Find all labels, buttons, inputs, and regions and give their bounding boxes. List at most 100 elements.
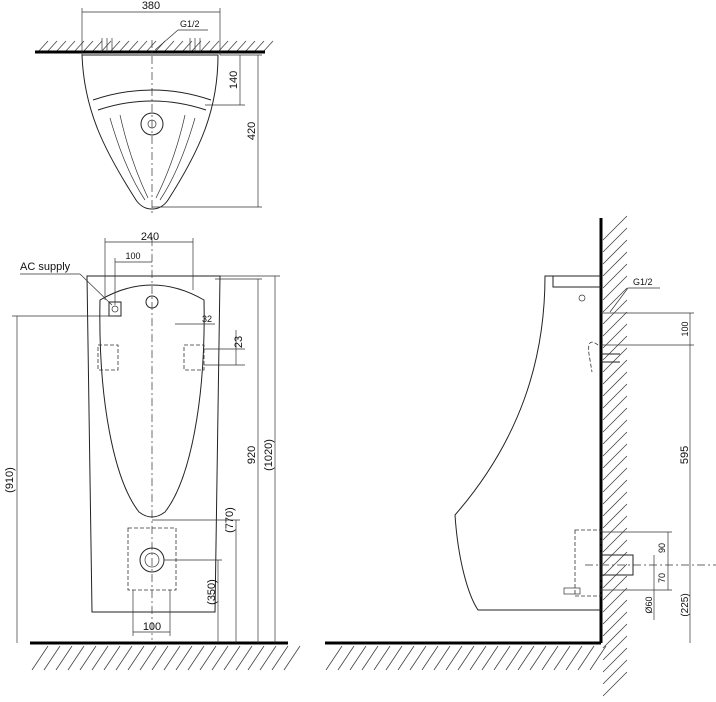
hatch-line xyxy=(602,563,628,589)
hatch-line xyxy=(262,40,274,53)
hatch-line xyxy=(602,227,628,253)
hatch-line xyxy=(602,419,628,445)
front-view: 240 100 AC supply 32 23 (910) 920 (1020)… xyxy=(4,231,288,645)
hatch-line xyxy=(529,645,547,671)
hatch-line xyxy=(602,239,628,265)
hatch-line xyxy=(223,645,241,671)
hatch-line xyxy=(31,645,49,671)
hatch-line xyxy=(602,671,628,697)
ac-supply-label: AC supply xyxy=(20,261,71,273)
hatch-line xyxy=(127,645,145,671)
side-outlet-height-dim: (225) xyxy=(680,593,691,616)
hatch-line xyxy=(602,575,628,601)
hatch-line xyxy=(187,645,205,671)
hatch-line xyxy=(602,467,628,493)
hatch-line xyxy=(602,371,628,397)
top-width-dim: 380 xyxy=(142,0,160,12)
front-bowl-outline xyxy=(99,284,205,518)
hatch-line xyxy=(602,659,628,685)
hatch-line xyxy=(100,40,112,53)
hatch-line xyxy=(67,645,85,671)
hatch-line xyxy=(211,645,229,671)
hatch-line xyxy=(602,299,628,325)
hatch-line xyxy=(602,407,628,433)
ac-supply-terminal xyxy=(111,305,119,313)
hatch-line xyxy=(349,645,367,671)
hatch-line xyxy=(602,647,628,673)
hatch-line xyxy=(469,645,487,671)
hatch-line xyxy=(602,431,628,457)
hatch-line xyxy=(409,645,427,671)
hatch-line xyxy=(361,645,379,671)
top-anchor-bolts xyxy=(101,38,201,52)
hatch-line xyxy=(602,215,628,241)
hatch-line xyxy=(151,645,169,671)
hatch-line xyxy=(602,515,628,541)
hatch-line xyxy=(91,40,103,53)
hatch-line xyxy=(46,40,58,53)
front-urinal-outline xyxy=(86,275,221,613)
hatch-line xyxy=(82,40,94,53)
hatch-line xyxy=(602,491,628,517)
hatch-line xyxy=(457,645,475,671)
hatch-line xyxy=(602,455,628,481)
front-bracket-left xyxy=(97,344,119,371)
hatch-line xyxy=(602,611,628,637)
hatch-line xyxy=(602,323,628,349)
side-bracket-hidden xyxy=(588,341,599,373)
side-urinal-profile xyxy=(454,275,601,611)
hatch-line xyxy=(577,645,595,671)
hatch-line xyxy=(602,395,628,421)
side-inlet-label: G1/2 xyxy=(633,277,653,287)
top-sensor-circle xyxy=(140,112,164,136)
front-bracket-height-dim: 23 xyxy=(233,336,245,348)
hatch-line xyxy=(602,479,628,505)
hatch-line xyxy=(145,40,157,53)
hatch-line xyxy=(602,539,628,565)
hatch-line xyxy=(226,40,238,53)
hatch-line xyxy=(602,311,628,337)
hatch-line xyxy=(43,645,61,671)
hatch-line xyxy=(109,40,121,53)
hatch-line xyxy=(602,335,628,361)
front-outlet-width-dim: 100 xyxy=(143,621,161,633)
hatch-line xyxy=(337,645,355,671)
hatch-line xyxy=(175,645,193,671)
side-bracket-outlet-dim: 595 xyxy=(679,446,691,464)
hatch-line xyxy=(397,645,415,671)
front-bracket-right xyxy=(183,344,205,371)
hatch-line xyxy=(127,40,139,53)
top-view: 380 G1/2 140 420 xyxy=(35,0,265,215)
front-outlet-top-dim: (770) xyxy=(224,507,236,533)
top-urinal-outline xyxy=(81,54,219,210)
hatch-line xyxy=(55,40,67,53)
hatch-line xyxy=(602,347,628,373)
hatch-line xyxy=(385,645,403,671)
hatch-line xyxy=(493,645,511,671)
hatch-line xyxy=(325,645,343,671)
hatch-line xyxy=(235,645,253,671)
hatch-line xyxy=(445,645,463,671)
hatch-line xyxy=(481,645,499,671)
hatch-line xyxy=(64,40,76,53)
hatch-line xyxy=(505,645,523,671)
side-inlet-bracket-dim: 100 xyxy=(680,321,690,336)
hatch-line xyxy=(91,645,109,671)
hatch-line xyxy=(118,40,130,53)
hatching xyxy=(31,40,628,697)
hatch-line xyxy=(244,40,256,53)
hatch-line xyxy=(259,645,277,671)
hatch-line xyxy=(373,645,391,671)
side-view: G1/2 100 595 90 70 Ø60 (225) xyxy=(325,218,716,645)
side-trap-housing xyxy=(574,529,602,597)
hatch-line xyxy=(553,645,571,671)
hatch-line xyxy=(73,40,85,53)
hatch-line xyxy=(163,645,181,671)
hatch-line xyxy=(602,635,628,661)
side-top-lip xyxy=(552,276,601,288)
hatch-line xyxy=(541,645,559,671)
hatch-line xyxy=(602,443,628,469)
side-valve xyxy=(563,587,581,595)
hatch-line xyxy=(208,40,220,53)
